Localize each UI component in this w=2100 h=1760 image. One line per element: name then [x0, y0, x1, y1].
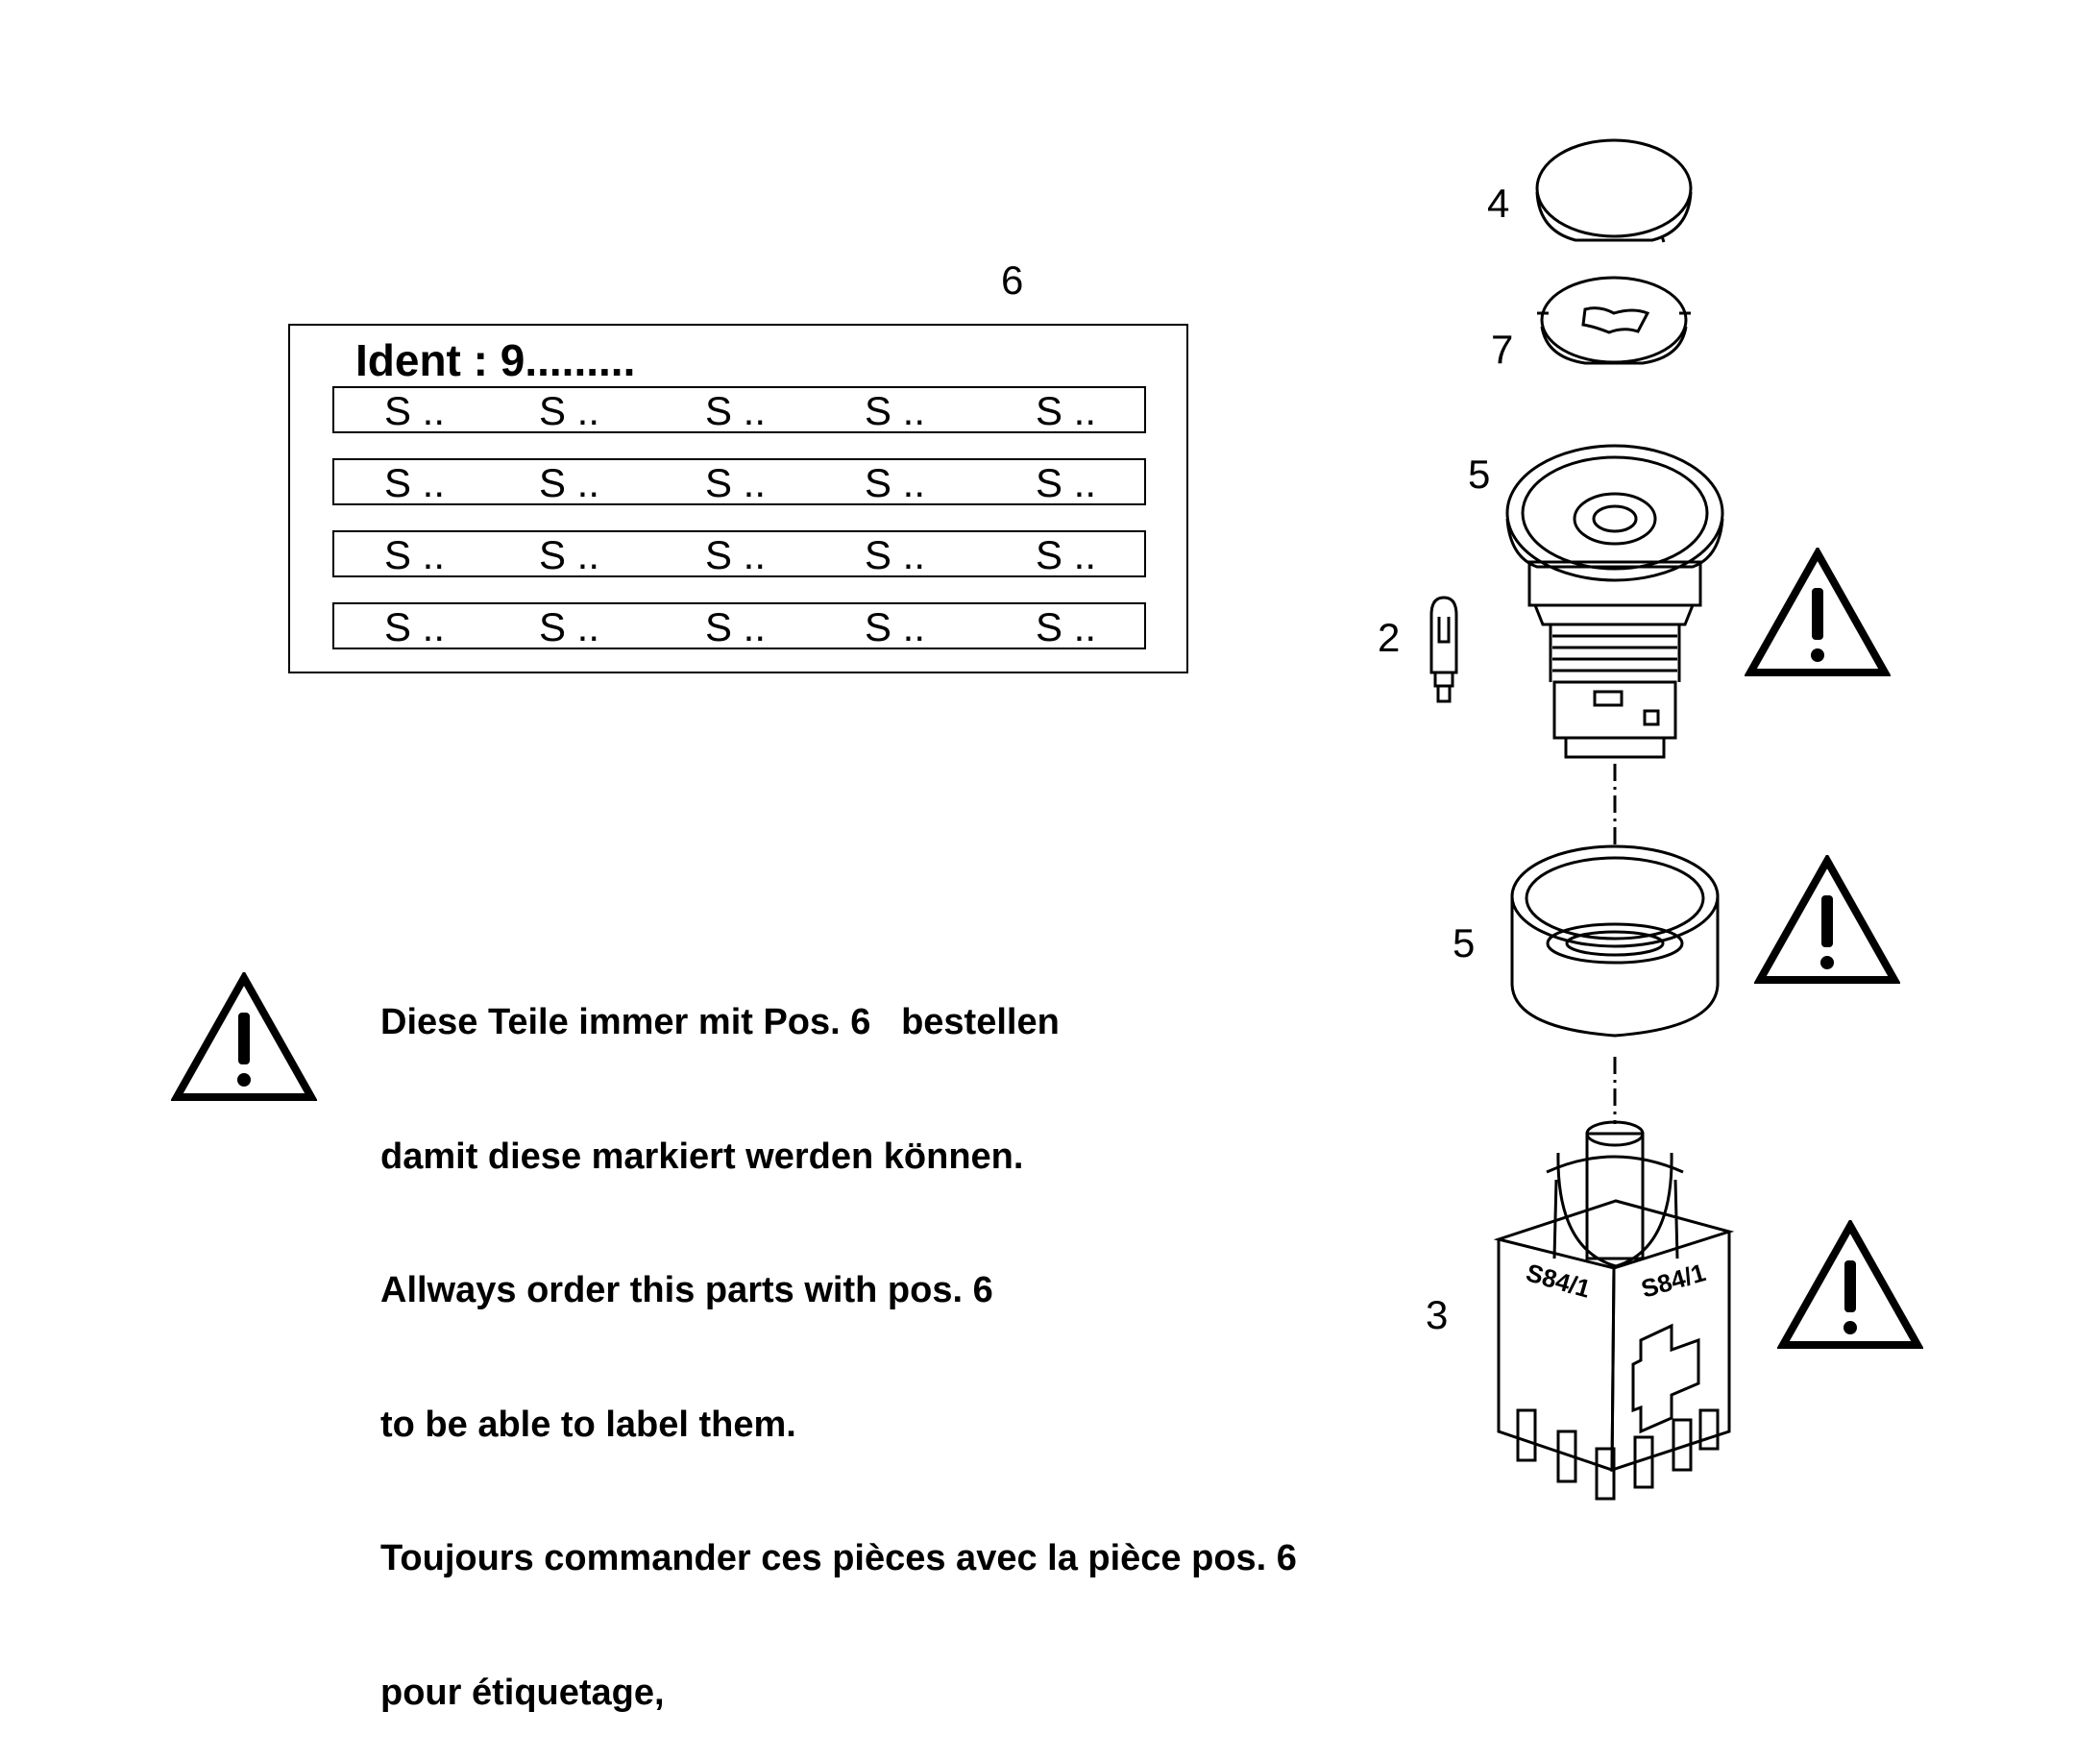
bulb-part: [1429, 596, 1458, 703]
position-number-cap: 4: [1487, 181, 1510, 226]
label-cell: S ..: [539, 388, 600, 433]
label-strip: S .. S .. S .. S .. S ..: [332, 530, 1146, 577]
label-cell: S ..: [865, 532, 926, 577]
insert-part: [1537, 276, 1691, 365]
warning-triangle-icon: [1754, 855, 1900, 984]
warning-triangle-icon: [171, 972, 317, 1101]
label-cell: S ..: [865, 460, 926, 505]
bezel-part: [1505, 444, 1724, 759]
cap-part: [1535, 138, 1693, 243]
label-cell: S ..: [384, 532, 446, 577]
label-cell: S ..: [384, 604, 446, 649]
label-cell: S ..: [1036, 604, 1097, 649]
label-cell: S ..: [865, 604, 926, 649]
position-number-bezel: 5: [1468, 452, 1491, 497]
label-cell: S ..: [1036, 460, 1097, 505]
label-cell: S ..: [539, 460, 600, 505]
exploded-parts-drawing: [1429, 138, 1735, 1501]
position-number-label-sheet: 6: [1001, 257, 1024, 303]
position-number-switch-block: 3: [1426, 1292, 1449, 1337]
label-cell: S ..: [539, 532, 600, 577]
label-strip: S .. S .. S .. S .. S ..: [332, 458, 1146, 505]
switch-block-pins: [1516, 1408, 1720, 1501]
note-line: to be able to label them.: [380, 1404, 796, 1445]
note-line: Toujours commander ces pièces avec la pi…: [380, 1538, 1297, 1578]
label-cell: S ..: [384, 388, 446, 433]
label-strip: S .. S .. S .. S .. S ..: [332, 386, 1146, 433]
label-cell: S ..: [705, 604, 767, 649]
label-cell: S ..: [705, 460, 767, 505]
order-note: Diese Teile immer mit Pos. 6 bestellen d…: [380, 911, 1297, 1760]
label-cell: S ..: [1036, 532, 1097, 577]
note-line: Diese Teile immer mit Pos. 6 bestellen: [380, 1002, 1060, 1042]
switch-block-part: [1493, 1120, 1735, 1501]
label-strip: S .. S .. S .. S .. S ..: [332, 602, 1146, 649]
label-sheet-ident: Ident : 9.........: [355, 335, 636, 385]
label-cell: S ..: [705, 388, 767, 433]
label-cell: S ..: [865, 388, 926, 433]
label-cell: S ..: [705, 532, 767, 577]
label-cell: S ..: [539, 604, 600, 649]
note-line: damit diese markiert werden können.: [380, 1136, 1024, 1177]
note-line: Allways order this parts with pos. 6: [380, 1270, 993, 1310]
warning-triangle-icon: [1777, 1220, 1923, 1349]
note-line: pour étiquetage,: [380, 1672, 665, 1713]
warning-triangle-icon: [1745, 548, 1891, 676]
position-number-bulb: 2: [1378, 615, 1401, 660]
label-cell: S ..: [384, 460, 446, 505]
label-sheet: [288, 324, 1188, 673]
position-number-ring: 5: [1453, 920, 1476, 966]
position-number-insert: 7: [1491, 327, 1514, 372]
label-cell: S ..: [1036, 388, 1097, 433]
ring-part: [1510, 844, 1720, 1038]
